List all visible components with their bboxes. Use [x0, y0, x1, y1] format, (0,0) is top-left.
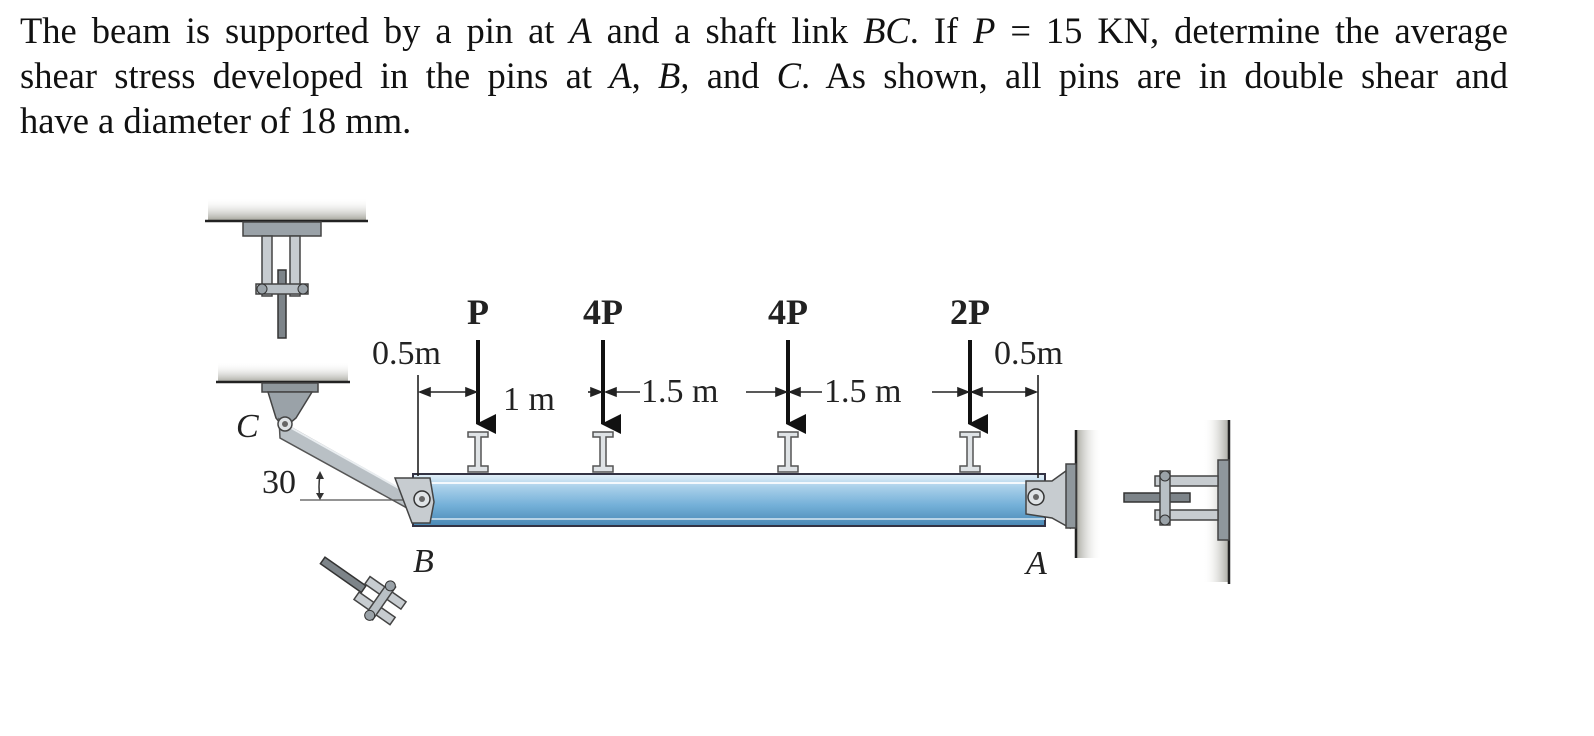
- pin-a-detail: [1123, 420, 1231, 584]
- dim-label-left: 0.5m: [372, 335, 441, 372]
- beam: [393, 466, 1071, 530]
- dimension-lines: [417, 375, 1039, 478]
- problem-text-run: The beam is supported by a pin at: [20, 10, 570, 51]
- problem-statement: The beam is supported by a pin at A and …: [20, 8, 1560, 143]
- angle-label: 30: [262, 464, 296, 501]
- load-label-p: P: [467, 292, 489, 332]
- problem-text-run: A: [609, 55, 632, 96]
- problem-text-run: A: [569, 10, 592, 51]
- diagram-labels: P 4P 4P 2P 0.5m 1 m 1.5 m 1.5 m 0.5m C B…: [236, 292, 1063, 582]
- problem-text-run: P: [973, 10, 996, 51]
- pin-c-detail: [205, 198, 368, 339]
- problem-line-1: The beam is supported by a pin at A and …: [20, 8, 1508, 53]
- problem-text-run: C: [776, 55, 802, 96]
- point-label-b: B: [413, 543, 434, 580]
- dim-label-right: 0.5m: [994, 335, 1063, 372]
- problem-line-3: have a diameter of 18 mm.: [20, 98, 1560, 143]
- problem-text-run: BC: [863, 10, 910, 51]
- load-label-4p-1: 4P: [583, 292, 623, 332]
- problem-text-run: = 15 KN, determine the average: [995, 10, 1509, 51]
- angle-indicator: [300, 471, 418, 501]
- pin-b-detail: [319, 556, 408, 626]
- problem-text-run: shear stress developed in the pins at: [20, 55, 610, 96]
- problem-text-run: B,: [657, 55, 690, 96]
- problem-text-run: . As shown, all pins are in double shear…: [801, 55, 1509, 96]
- load-arrows: [476, 340, 988, 434]
- dim-label-1-5m-1: 1.5 m: [641, 373, 718, 410]
- problem-text-run: . If: [909, 10, 974, 51]
- dim-label-1-5m-2: 1.5 m: [824, 373, 901, 410]
- support-a: [1065, 430, 1102, 558]
- point-label-a: A: [1024, 545, 1047, 582]
- problem-text-run: have a diameter of 18 mm.: [20, 100, 412, 141]
- load-label-4p-2: 4P: [768, 292, 808, 332]
- load-label-2p: 2P: [950, 292, 990, 332]
- problem-line-2: shear stress developed in the pins at A,…: [20, 53, 1508, 98]
- load-stands: [467, 431, 981, 473]
- dim-label-1m: 1 m: [503, 381, 555, 418]
- problem-text-run: ,: [631, 55, 658, 96]
- point-label-c: C: [236, 408, 259, 445]
- problem-text-run: and: [689, 55, 777, 96]
- problem-text-run: and a shaft link: [591, 10, 864, 51]
